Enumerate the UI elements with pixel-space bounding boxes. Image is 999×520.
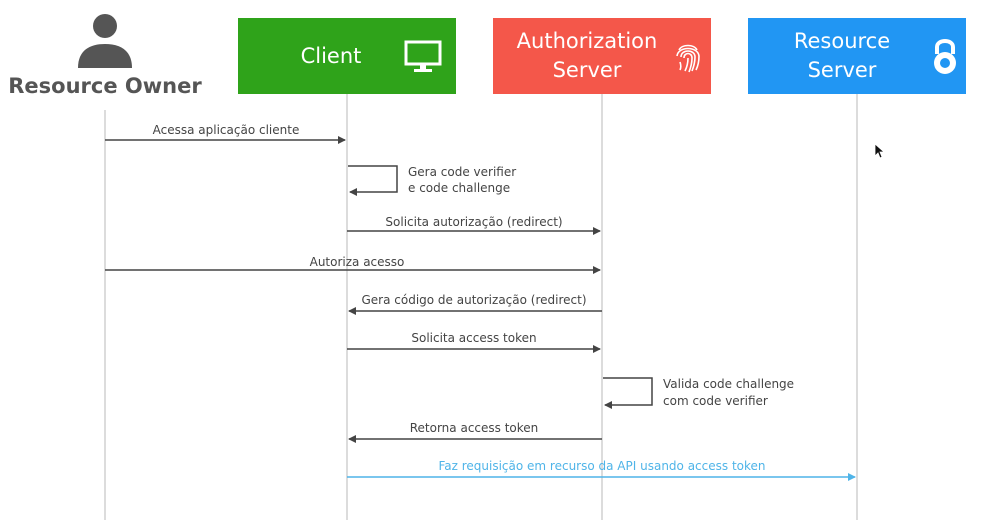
message-label-2b: e code challenge — [408, 181, 510, 195]
message-label-4: Autoriza acesso — [310, 255, 405, 269]
message-label-2a: Gera code verifier — [408, 165, 516, 179]
message-label-5: Gera código de autorização (redirect) — [361, 293, 586, 307]
actor-authorization-server-label: Authorization Server — [516, 29, 658, 82]
actor-resource-owner-label: Resource Owner — [8, 74, 202, 98]
mouse-cursor-icon — [874, 143, 886, 164]
actor-resource-server-label: Resource Server — [793, 29, 891, 82]
message-label-8: Retorna access token — [410, 421, 539, 435]
fingerprint-icon — [673, 40, 703, 82]
monitor-icon — [404, 40, 442, 82]
actor-authorization-server-box: Authorization Server — [493, 18, 711, 94]
message-label-9: Faz requisição em recurso da API usando … — [438, 459, 765, 473]
actor-client-label: Client — [300, 43, 362, 68]
message-label-7b: com code verifier — [663, 394, 768, 408]
message-label-6: Solicita access token — [411, 331, 536, 345]
actor-client-box: Client — [238, 18, 456, 94]
message-arrow-7 — [603, 377, 653, 409]
message-arrow-2 — [348, 165, 398, 196]
message-label-3: Solicita autorização (redirect) — [385, 215, 562, 229]
user-silhouette-icon — [74, 6, 136, 73]
actor-resource-server-box: Resource Server — [748, 18, 966, 94]
message-label-1: Acessa aplicação cliente — [153, 123, 300, 137]
message-label-7a: Valida code challenge — [663, 377, 794, 391]
padlock-icon — [930, 36, 960, 84]
